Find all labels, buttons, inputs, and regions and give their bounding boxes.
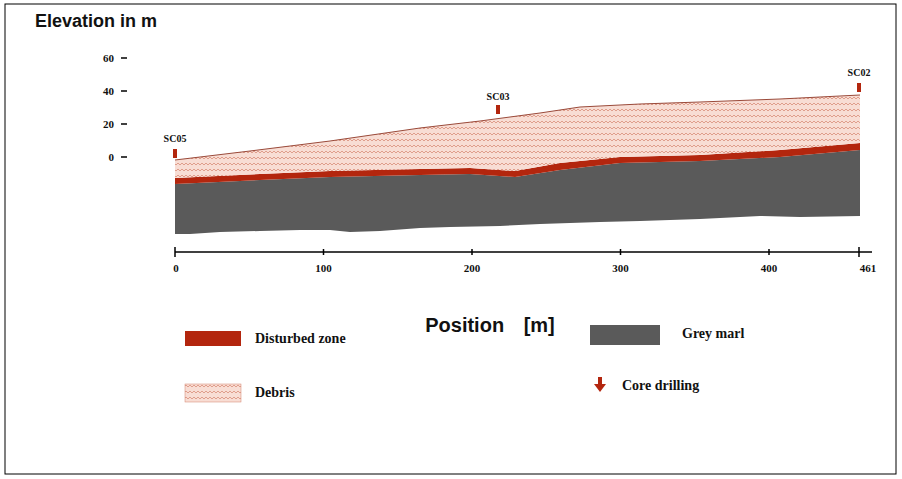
- axis-title: Elevation in m: [35, 12, 157, 32]
- debris-swatch: [185, 384, 241, 402]
- tick-label: 100: [315, 262, 332, 274]
- tick-label: 40: [103, 85, 114, 97]
- tick-label: 461: [860, 262, 877, 274]
- borehole-label: SC02: [848, 67, 871, 78]
- tick-label: 60: [103, 52, 114, 64]
- legend-swatch: [590, 325, 660, 345]
- legend-label: Disturbed zone: [255, 331, 346, 346]
- legend-label: Debris: [255, 385, 295, 400]
- legend-label: Grey marl: [682, 326, 744, 341]
- legend-swatch: [185, 331, 241, 346]
- borehole-label: SC03: [487, 91, 510, 102]
- ground-surface: [175, 95, 860, 160]
- tick-label: 0: [173, 262, 179, 274]
- axis-title: Position [m]: [425, 314, 555, 336]
- legend-label: Core drilling: [622, 378, 699, 393]
- tick-label: 300: [612, 262, 629, 274]
- debris-layer: [175, 95, 860, 178]
- core-drilling-symbol: [594, 377, 606, 392]
- frame: [5, 4, 896, 474]
- tick-label: 20: [103, 118, 114, 130]
- borehole-label: SC05: [164, 133, 187, 144]
- y-axis-ticks: [121, 58, 127, 157]
- x-axis: [175, 247, 872, 257]
- core-drilling-markers: [173, 83, 861, 158]
- tick-label: 200: [464, 262, 481, 274]
- tick-label: 0: [109, 151, 115, 163]
- tick-label: 400: [761, 262, 778, 274]
